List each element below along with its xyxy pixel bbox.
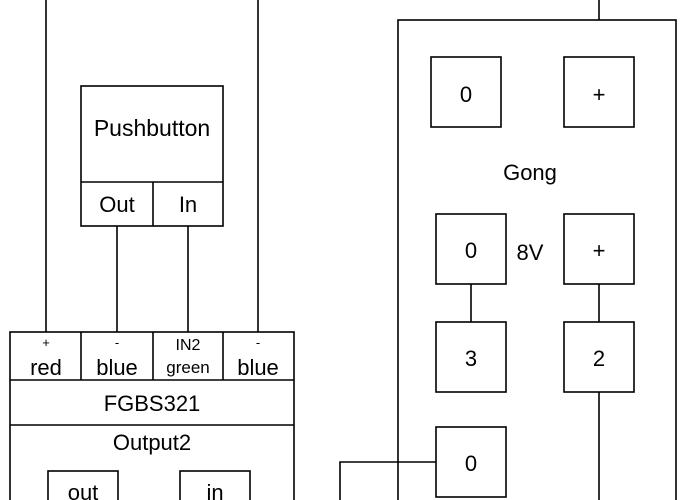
terminal-green: IN2 green bbox=[166, 337, 209, 377]
gong-top-right-terminal bbox=[563, 56, 635, 128]
gong-mid-right-terminal bbox=[563, 213, 635, 285]
pushbutton-out-port: Out bbox=[99, 192, 134, 217]
gong-mid-right-label: + bbox=[593, 238, 606, 263]
terminal-color: green bbox=[166, 358, 209, 377]
wire-to-gong-bottom bbox=[339, 461, 436, 500]
pushbutton-in-port: In bbox=[179, 192, 197, 217]
fgbs-model-label: FGBS321 bbox=[104, 391, 201, 416]
output-in-terminal bbox=[179, 470, 251, 500]
terminal-red: + red bbox=[30, 335, 62, 380]
terminal-sign: - bbox=[115, 335, 119, 350]
gong-top-left-label: 0 bbox=[460, 82, 472, 107]
output-out-label: out bbox=[68, 480, 99, 500]
gong-bottom-label: 0 bbox=[465, 451, 477, 476]
terminal-sign: IN2 bbox=[176, 337, 201, 354]
gong-low-right-label: 2 bbox=[593, 346, 605, 371]
gong-low-left-label: 3 bbox=[465, 346, 477, 371]
pushbutton-title: Pushbutton bbox=[94, 115, 210, 141]
gong-mid-left-terminal bbox=[435, 213, 507, 285]
terminal-sign: + bbox=[42, 335, 50, 350]
gong-top-left-terminal bbox=[430, 56, 502, 128]
gong-bottom-terminal bbox=[435, 426, 507, 498]
terminal-sign: - bbox=[256, 335, 260, 350]
terminal-blue-2: - blue bbox=[237, 335, 279, 380]
fgbs-output-title: Output2 bbox=[113, 430, 191, 455]
terminal-color: red bbox=[30, 355, 62, 380]
gong-mid-left-label: 0 bbox=[465, 238, 477, 263]
output-in-label: in bbox=[206, 480, 223, 500]
gong-top-right-label: + bbox=[593, 82, 606, 107]
fgbs321-module: + red - blue IN2 green - blue FGBS321 Ou… bbox=[9, 331, 295, 500]
gong-low-right-terminal bbox=[563, 321, 635, 393]
gong-low-left-terminal bbox=[435, 321, 507, 393]
gong-block: 0 + Gong 0 8V + 3 2 0 bbox=[397, 19, 677, 500]
terminal-blue-1: - blue bbox=[96, 335, 138, 380]
gong-voltage-label: 8V bbox=[517, 240, 544, 265]
pushbutton-frame bbox=[80, 85, 224, 227]
terminal-color: blue bbox=[96, 355, 138, 380]
gong-title: Gong bbox=[503, 160, 557, 185]
terminal-color: blue bbox=[237, 355, 279, 380]
output-out-terminal bbox=[47, 470, 119, 500]
pushbutton-block: Pushbutton Out In bbox=[80, 85, 224, 227]
